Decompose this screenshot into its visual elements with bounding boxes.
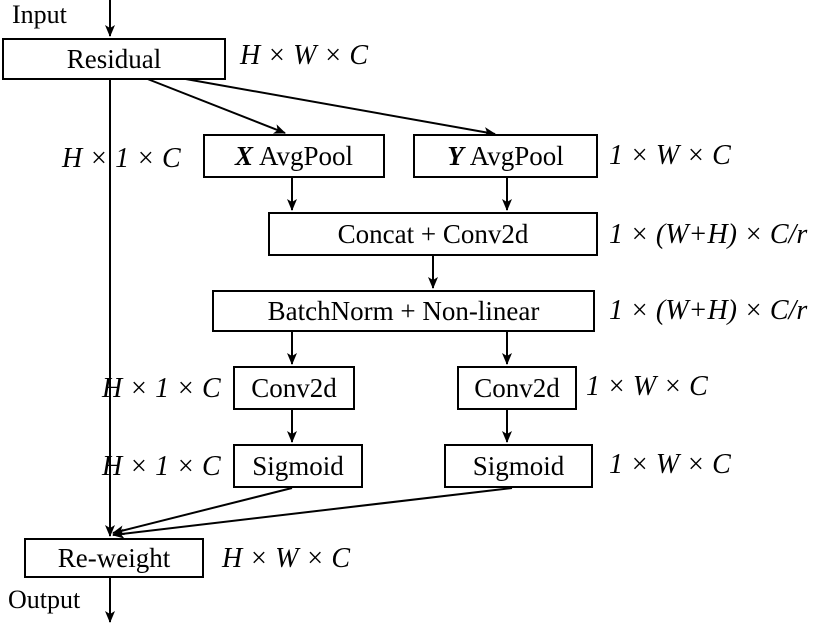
reweight-dim-label: H × W × C xyxy=(222,543,351,574)
conv2d-left-block: Conv2d xyxy=(233,366,355,410)
residual-dim-label: H × W × C xyxy=(240,40,369,71)
conv2d-right-block: Conv2d xyxy=(457,366,577,410)
conv2d-left-label: Conv2d xyxy=(251,372,337,403)
conv-left-dim-label: H × 1 × C xyxy=(102,373,221,404)
concat-conv-label: Concat + Conv2d xyxy=(337,218,529,249)
residual-to-xpool-arrow xyxy=(144,77,286,134)
sigmoid-left-block: Sigmoid xyxy=(233,444,363,488)
sigmoid-right-to-reweight-arrow xyxy=(112,487,513,539)
sigmoid-left-label: Sigmoid xyxy=(252,450,344,481)
residual-label: Residual xyxy=(66,43,162,74)
sigmoid-right-block: Sigmoid xyxy=(444,444,593,488)
x-avgpool-label: AvgPool xyxy=(259,140,354,171)
y-avgpool-block: Y AvgPool xyxy=(413,134,598,178)
sigmoid-right-dim-label: 1 × W × C xyxy=(609,449,731,480)
ypool-dim-label: 1 × W × C xyxy=(609,140,731,171)
conv-right-dim-label: 1 × W × C xyxy=(586,371,708,402)
conv2d-right-label: Conv2d xyxy=(474,372,560,403)
y-axis-symbol: Y xyxy=(447,140,464,171)
batchnorm-dim-label: 1 × (W+H) × C/r xyxy=(609,295,808,326)
skip-dim-label: H × 1 × C xyxy=(62,143,181,174)
x-axis-symbol: X xyxy=(234,140,253,171)
batchnorm-label: BatchNorm + Non-linear xyxy=(267,295,540,326)
residual-block: Residual xyxy=(2,38,226,80)
y-avgpool-label: AvgPool xyxy=(469,140,564,171)
output-label: Output xyxy=(8,585,81,614)
reweight-label: Re-weight xyxy=(57,542,171,573)
reweight-block: Re-weight xyxy=(24,538,204,578)
sigmoid-right-label: Sigmoid xyxy=(472,450,565,481)
concat-conv-block: Concat + Conv2d xyxy=(268,212,598,256)
residual-to-ypool-arrow xyxy=(179,77,496,137)
x-avgpool-block: X AvgPool xyxy=(203,134,385,178)
sigmoid-left-to-reweight-arrow xyxy=(112,487,293,536)
sigmoid-left-dim-label: H × 1 × C xyxy=(102,451,221,482)
batchnorm-block: BatchNorm + Non-linear xyxy=(212,290,595,332)
input-label: Input xyxy=(12,0,67,29)
concat-dim-label: 1 × (W+H) × C/r xyxy=(609,219,808,250)
